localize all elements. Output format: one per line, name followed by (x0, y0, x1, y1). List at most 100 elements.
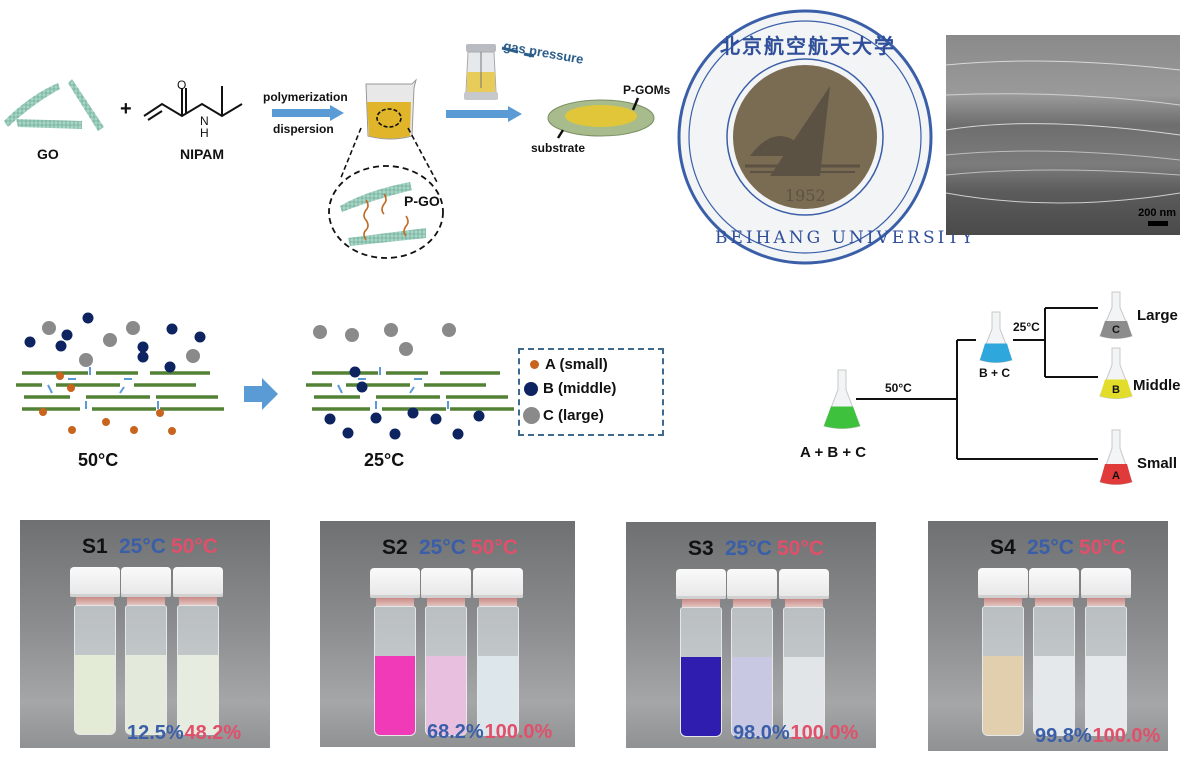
vial-liquid (478, 655, 518, 735)
rejection-50c: 100.0% (484, 721, 553, 743)
particle-a (130, 426, 138, 434)
sem-layers (946, 60, 1180, 204)
vial-liquid (681, 656, 721, 736)
scale-bar-label: 200 nm (1138, 207, 1176, 219)
flask-large-icon: C (1099, 291, 1133, 339)
pgo-zoom-callout (328, 127, 444, 259)
flask-intermediate-icon (979, 311, 1013, 363)
vial-cap (370, 568, 420, 598)
vial-liquid (983, 655, 1023, 735)
vial-glass (477, 606, 519, 736)
vial-glass (982, 606, 1024, 736)
flask-letter: C (1112, 324, 1120, 336)
vial-neck (1035, 598, 1073, 606)
vial-liquid (1086, 655, 1126, 735)
temp-25-label: 25°C (1027, 536, 1074, 559)
tree-first-temp: 50°C (885, 381, 912, 395)
nipam-n-atom: N (200, 114, 209, 128)
particle-b (82, 312, 94, 324)
rejection-50c: 100.0% (1092, 725, 1161, 747)
sample-name: S2 (382, 536, 408, 559)
vial-liquid (178, 654, 218, 734)
temp-50-label: 50°C (1079, 536, 1126, 559)
particle-a (168, 427, 176, 435)
particle-b (137, 341, 149, 353)
particle-b (430, 413, 442, 425)
filtration-cell-icon (464, 44, 498, 100)
legend-label-b: B (middle) (543, 380, 617, 397)
particle-a (68, 426, 76, 434)
nipam-structure (143, 86, 243, 121)
legend-swatch-a (530, 360, 539, 369)
vial-glass (125, 605, 167, 735)
legend-item-b: B (middle) (524, 380, 616, 397)
go-sheets-illustration (4, 79, 104, 131)
particle-c (126, 321, 140, 335)
particle-c (186, 349, 200, 363)
particle-b (473, 410, 485, 422)
permeate-50c-vial (779, 569, 829, 737)
permeate-25c-vial (421, 568, 471, 736)
sample-name: S4 (990, 536, 1016, 559)
rejection-25c: 98.0% (733, 722, 790, 744)
particle-b (166, 323, 178, 335)
particle-a (39, 408, 47, 416)
vial-cap (121, 567, 171, 597)
particle-b (61, 329, 73, 341)
flask-liquid (824, 406, 860, 429)
particle-b (452, 428, 464, 440)
particle-a (56, 372, 64, 380)
particle-b (389, 428, 401, 440)
vial-glass (731, 607, 773, 737)
vial-glass (1085, 606, 1127, 736)
flow-arrow (47, 384, 53, 394)
right-temperature-label: 25°C (364, 450, 405, 470)
vial-glass (74, 605, 116, 735)
permeate-25c-vial (727, 569, 777, 737)
seal-year: 1952 (785, 186, 826, 205)
vial-liquid (1034, 655, 1074, 735)
permeate-50c-vial (1081, 568, 1131, 736)
particle-c (79, 353, 93, 367)
p-goms-label: P-GOMs (623, 83, 671, 97)
plus-sign: + (120, 98, 132, 120)
vial-glass (680, 607, 722, 737)
legend-label-a: A (small) (545, 356, 608, 373)
vial-neck (76, 597, 114, 605)
vial-neck (427, 598, 465, 606)
particle-c (345, 328, 359, 342)
particle-b (356, 381, 368, 393)
flask-letter: B (1112, 384, 1120, 396)
flask-liquid (980, 343, 1012, 363)
vial-cap (1029, 568, 1079, 598)
legend-label-c: C (large) (543, 407, 604, 424)
feed-vial (676, 569, 726, 737)
temp-50-label: 50°C (171, 535, 218, 558)
substrate-label: substrate (531, 141, 586, 155)
feed-vial (70, 567, 120, 735)
particle-c (42, 321, 56, 335)
vial-neck (984, 598, 1022, 606)
vial-liquid (75, 654, 115, 734)
vial-neck (682, 599, 720, 607)
vial-glass (374, 606, 416, 736)
vial-neck (785, 599, 823, 607)
vial-liquid (784, 656, 824, 736)
dispersion-label: dispersion (273, 122, 334, 136)
vial-cap (473, 568, 523, 598)
particle-b (342, 427, 354, 439)
sample-name: S1 (82, 535, 108, 558)
vial-cap (421, 568, 471, 598)
flow-arrow (337, 384, 343, 394)
particle-b (370, 412, 382, 424)
flask-start-icon (823, 369, 861, 429)
feed-vial (370, 568, 420, 736)
output-label-large: Large (1137, 307, 1178, 324)
seal-english-text: BEIHANG UNIVERSITY (715, 228, 976, 248)
legend-swatch-c (523, 407, 540, 424)
flask-small-icon: A (1099, 429, 1133, 485)
rejection-25c: 68.2% (427, 721, 484, 743)
flask-middle-icon: B (1099, 347, 1133, 399)
particle-c (442, 323, 456, 337)
